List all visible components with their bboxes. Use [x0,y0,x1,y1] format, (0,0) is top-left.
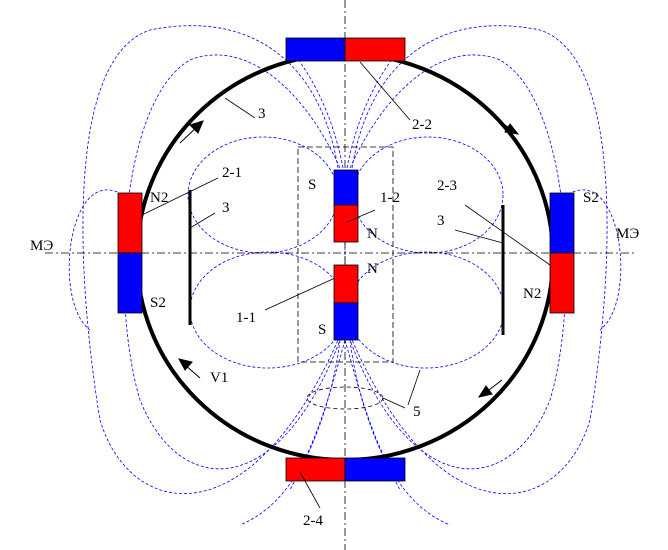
magnet-2-3 [549,192,575,314]
label-s2-left: S2 [150,295,166,311]
leader-lines [141,61,551,509]
label-n-bottom: N [367,261,378,277]
label-5: 5 [413,404,421,420]
magnet-1-1 [333,264,359,341]
magnet-2-2 [285,37,406,62]
label-1-2: 1-2 [380,190,400,206]
label-2-1: 2-1 [222,165,242,181]
labels: 3 2-2 2-1 N2 3 S 1-2 N 2-3 3 S2 МЭ МЭ N … [30,106,639,529]
magnet-1-2 [333,169,359,243]
label-n2-right: N2 [523,286,541,302]
label-n2-left: N2 [150,190,168,206]
label-3-top: 3 [258,106,266,122]
center-frame [297,146,394,363]
label-me-left: МЭ [30,238,53,254]
magnet-2-4 [285,457,406,482]
rotation-arrows [178,116,520,398]
label-me-right: МЭ [616,226,639,242]
label-1-1: 1-1 [236,310,256,326]
magnet-2-1 [117,192,143,314]
field-lines [68,25,622,526]
label-v1: V1 [210,370,228,386]
label-s2-right: S2 [583,190,599,206]
label-s-top: S [308,177,316,193]
label-2-4: 2-4 [303,513,323,529]
label-2-3: 2-3 [437,178,457,194]
label-s-bottom: S [318,322,326,338]
label-n-top: N [367,226,378,242]
label-3-left: 3 [222,200,230,216]
label-2-2: 2-2 [412,117,432,133]
label-3-right: 3 [437,213,445,229]
